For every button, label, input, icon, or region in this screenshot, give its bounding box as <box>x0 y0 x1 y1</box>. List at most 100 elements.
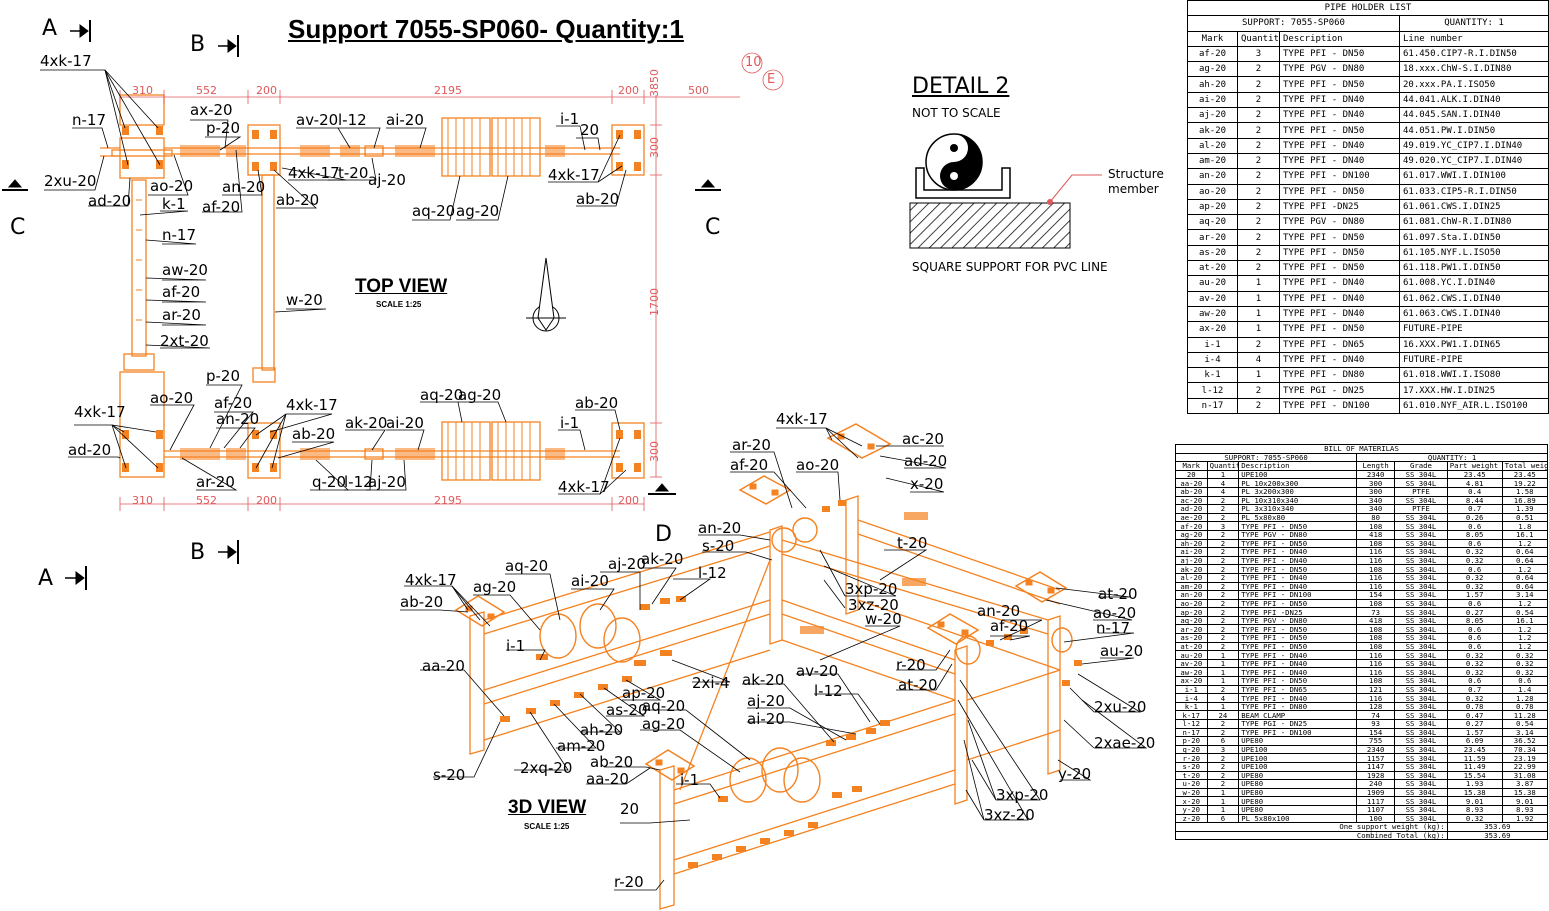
bom-cell-part-weight: 0.6 <box>1446 633 1503 643</box>
pipe-cell-quantity: 2 <box>1237 61 1280 78</box>
pipe-cell-description: TYPE PGI - DN25 <box>1279 382 1400 399</box>
pipe-cell-mark: af-20 <box>1187 45 1238 63</box>
bom-cell-mark: x-20 <box>1175 796 1208 806</box>
bom-cell-grade: SS 304L <box>1394 658 1448 669</box>
label-q20: q-20 <box>312 473 347 491</box>
bom-cell-description: UPE80 <box>1238 770 1358 781</box>
bom-cell-grade: SS 304L <box>1394 555 1448 566</box>
pipe-cell-line: 44.041.ALK.I.DIN40 <box>1398 91 1549 109</box>
bom-cell-part-weight: 4.81 <box>1446 478 1503 488</box>
label3d-3xp20-b: 3xp-20 <box>996 786 1049 804</box>
bom-cell-length: 1928 <box>1356 770 1396 781</box>
bom-cell-description: PL 3x310x340 <box>1238 504 1358 514</box>
bom-cell-grade: SS 304L <box>1394 693 1448 703</box>
dim-right-300b: 300 <box>648 441 661 462</box>
bom-cell-grade: SS 304L <box>1394 667 1448 678</box>
pipe-cell-quantity: 2 <box>1237 260 1280 277</box>
dim-right-1700: 1700 <box>648 288 661 316</box>
label3d-at20-a: at-20 <box>1098 585 1138 603</box>
pipe-cell-line: 61.063.CWS.I.DIN40 <box>1398 305 1549 323</box>
bom-one-weight-value: 353.69 <box>1446 822 1549 832</box>
section-a-bottom: A <box>38 566 54 591</box>
bom-cell-grade: SS 304L <box>1394 813 1448 824</box>
pipe-cell-quantity: 2 <box>1237 122 1280 139</box>
bom-cell-part-weight: 8.93 <box>1446 804 1503 815</box>
pipe-header-quantity: Quantity <box>1237 30 1280 47</box>
bom-cell-part-weight: 0.27 <box>1446 607 1503 617</box>
label3d-ao20-a: ao-20 <box>796 456 840 474</box>
bom-cell-grade: SS 304L <box>1394 478 1448 488</box>
label3d-s20-a: s-20 <box>702 537 735 555</box>
bom-cell-description: UPE100 <box>1238 469 1358 480</box>
label-p20-a: p-20 <box>206 119 241 137</box>
label3d-av20: av-20 <box>796 662 839 680</box>
bom-cell-quantity: 2 <box>1206 624 1240 635</box>
bom-cell-total-weight: 0.54 <box>1501 719 1549 729</box>
label-4xk17-a: 4xk-17 <box>40 52 92 70</box>
label3d-3xz20-b: 3xz-20 <box>984 806 1035 824</box>
label3d-ac20: ac-20 <box>902 430 944 448</box>
bom-cell-mark: as-20 <box>1175 633 1208 643</box>
bom-cell-mark: s-20 <box>1175 761 1208 772</box>
pipe-cell-quantity: 2 <box>1237 214 1280 231</box>
label3d-aj20-b: aj-20 <box>747 692 785 710</box>
pipe-cell-quantity: 2 <box>1237 382 1280 399</box>
bom-cell-description: UPE80 <box>1238 804 1358 815</box>
label-4xk17-c: 4xk-17 <box>548 166 600 184</box>
bom-cell-length: 418 <box>1356 529 1396 540</box>
pipe-cell-description: TYPE PFI - DN50 <box>1279 76 1400 93</box>
pipe-cell-quantity: 2 <box>1237 183 1280 200</box>
pipe-cell-description: TYPE PFI - DN50 <box>1279 260 1400 277</box>
label3d-4xk17-b: 4xk-17 <box>405 571 457 589</box>
detail-note-line1: Structure <box>1108 167 1164 181</box>
3d-leaders <box>400 427 1148 891</box>
pipe-holder-quantity: QUANTITY: 1 <box>1398 15 1549 32</box>
pipe-cell-quantity: 2 <box>1237 152 1280 170</box>
bom-cell-quantity: 2 <box>1206 684 1240 695</box>
pipe-cell-description: TYPE PFI - DN40 <box>1279 152 1400 170</box>
bom-cell-total-weight: 0.54 <box>1501 607 1549 617</box>
bom-cell-grade: SS 304L <box>1394 779 1448 789</box>
bom-cell-description: TYPE PFI - DN50 <box>1238 538 1358 549</box>
pipe-cell-description: TYPE PFI - DN100 <box>1279 397 1400 415</box>
north-arrow-icon <box>526 257 566 332</box>
section-b-bottom: B <box>190 540 206 565</box>
label3d-2xi4: 2xi-4 <box>692 674 730 692</box>
bom-cell-description: BEAM CLAMP <box>1238 710 1358 720</box>
bom-cell-description: UPE80 <box>1238 787 1358 798</box>
bom-cell-total-weight: 0.64 <box>1501 547 1549 557</box>
label-p20-b: p-20 <box>206 367 241 385</box>
grid-letter: E <box>767 72 776 87</box>
bom-cell-grade: SS 304L <box>1394 650 1448 660</box>
bom-cell-part-weight: 1.57 <box>1446 590 1503 600</box>
bom-combined-label: Combined Total (kg): <box>1175 830 1448 841</box>
bom-cell-total-weight: 16.1 <box>1501 615 1549 626</box>
label3d-ab20-a: ab-20 <box>400 593 444 611</box>
label-ar20-b: ar-20 <box>196 473 235 491</box>
bom-cell-quantity: 2 <box>1206 504 1240 514</box>
bom-cell-mark: am-20 <box>1175 581 1208 592</box>
bom-header-grade: Grade <box>1394 461 1448 471</box>
bom-cell-description: TYPE PFI - DN40 <box>1238 667 1358 678</box>
bom-cell-total-weight: 0.32 <box>1501 667 1549 678</box>
bom-cell-total-weight: 1.2 <box>1501 633 1549 643</box>
bom-cell-quantity: 2 <box>1206 770 1240 781</box>
label-ar20-a: ar-20 <box>162 306 201 324</box>
bom-cell-mark: ad-20 <box>1175 504 1208 514</box>
pipe-cell-line: 61.097.Sta.I.DIN50 <box>1398 229 1549 246</box>
pipe-cell-line: FUTURE-PIPE <box>1398 321 1549 338</box>
bom-cell-description: TYPE PFI - DN80 <box>1238 701 1358 712</box>
bom-cell-part-weight: 1.93 <box>1446 779 1503 789</box>
bom-cell-grade: SS 304L <box>1394 770 1448 781</box>
label3d-ai20-b: ai-20 <box>747 710 785 728</box>
bom-cell-description: UPE100 <box>1238 753 1358 763</box>
